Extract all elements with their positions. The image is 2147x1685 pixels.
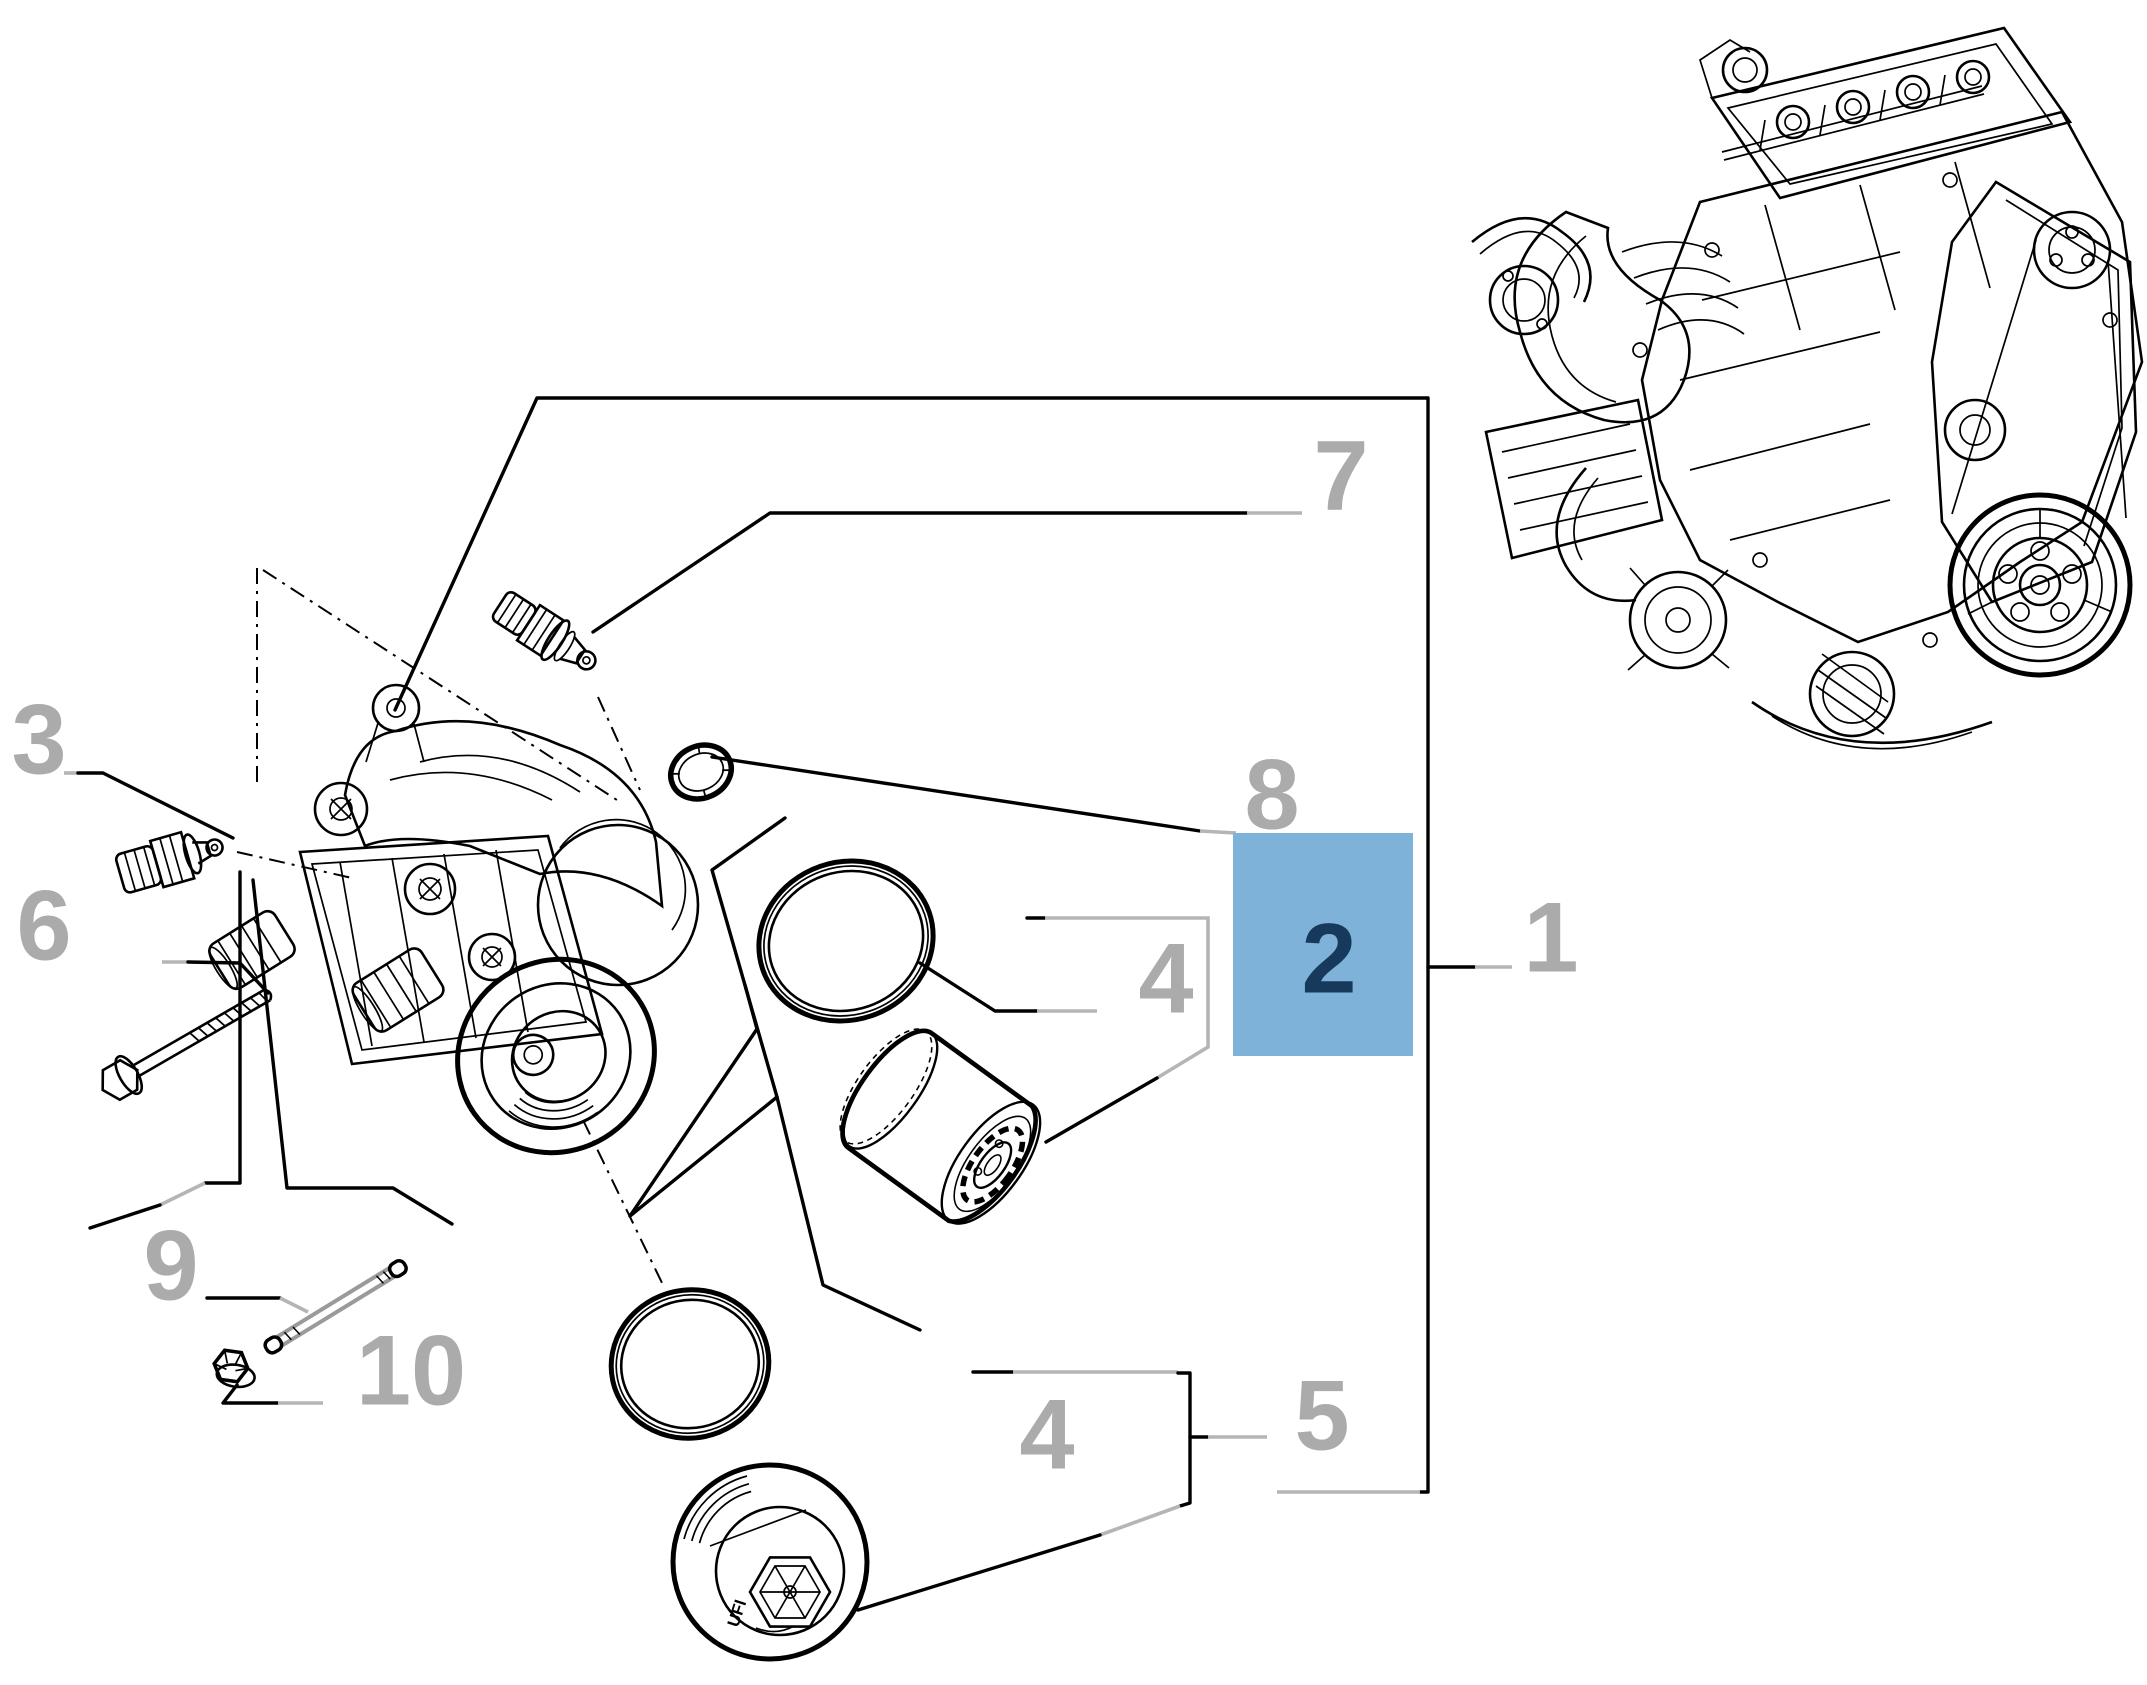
callout-label-9: 9 [143, 1210, 198, 1321]
callout-label-2[interactable]: 2 [1301, 903, 1356, 1014]
leader-lines [64, 396, 1512, 1612]
nut-drawing [212, 1348, 256, 1389]
oring-cap-drawing [608, 1287, 772, 1441]
callout-label-3: 3 [11, 684, 66, 795]
stud-drawing [263, 1258, 408, 1355]
pressure-switch-drawing [491, 590, 597, 671]
callout-label-7: 7 [1313, 420, 1368, 531]
axis-lines [236, 568, 664, 1286]
callout-label-4a: 4 [1138, 923, 1193, 1034]
callout-label-6: 6 [16, 870, 71, 981]
callout-label-5: 5 [1294, 1360, 1349, 1471]
filter-cartridge-drawing [839, 1028, 1042, 1225]
screw-icon [313, 781, 517, 982]
callout-label-4b: 4 [1019, 1379, 1074, 1490]
callout-label-8: 8 [1244, 739, 1299, 850]
filter-cap-drawing: UFI [670, 1462, 870, 1662]
bolt-drawing [101, 988, 273, 1102]
callout-label-10: 10 [356, 1315, 466, 1426]
oil-sensor-drawing [114, 830, 224, 894]
oil-cooler-housing-drawing [208, 683, 700, 1156]
oring-small-drawing [668, 742, 734, 802]
oring-large-drawing [756, 858, 936, 1024]
engine-illustration [1471, 26, 2144, 750]
zigzag-leader-lines [628, 816, 922, 1332]
callout-label-1: 1 [1523, 882, 1578, 993]
highlight-box[interactable] [1233, 833, 1413, 1056]
